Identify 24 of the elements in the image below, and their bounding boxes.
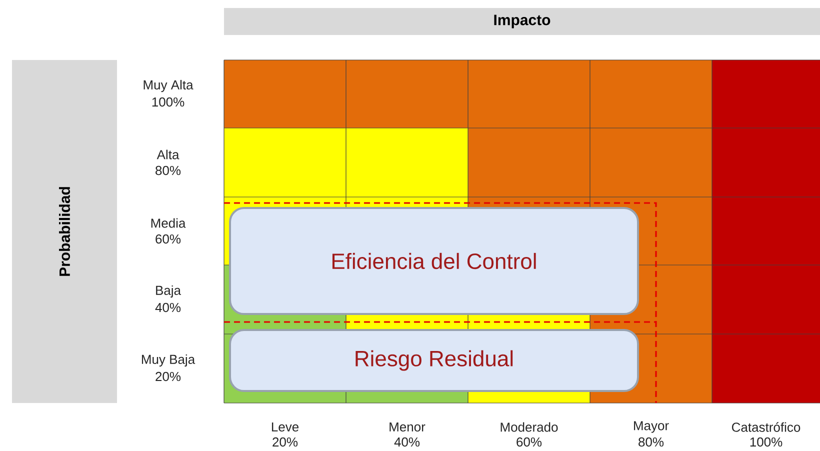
axis-label: Menor bbox=[390, 422, 426, 432]
axis-label: Alta bbox=[156, 150, 180, 160]
axis-label: 100% bbox=[152, 97, 184, 107]
axis-label: 20% bbox=[156, 372, 181, 382]
rounded-box: Eficiencia del Control bbox=[229, 207, 639, 315]
axis-label: 80% bbox=[156, 166, 181, 176]
axis-label: 60% bbox=[156, 234, 181, 244]
axis-label: 40% bbox=[155, 302, 181, 312]
axis-label: Baja bbox=[156, 285, 181, 298]
axis-label: Muy Alta bbox=[144, 80, 194, 92]
axis-label: 40% bbox=[394, 437, 420, 447]
axis-label: 20% bbox=[272, 437, 298, 447]
axis-label: Muy Baja bbox=[142, 354, 196, 367]
header-band: Impacto bbox=[224, 8, 820, 35]
axis-label: Moderado bbox=[500, 422, 558, 432]
axis-band: Probabilidad bbox=[12, 60, 117, 403]
axis-label: 60% bbox=[516, 437, 542, 447]
axis-label: Catastrófico bbox=[732, 422, 800, 432]
axis-label: Media bbox=[151, 218, 186, 228]
axis-label: Mayor bbox=[634, 421, 669, 433]
rounded-box: Riesgo Residual bbox=[229, 329, 639, 392]
axis-label: 100% bbox=[750, 437, 782, 447]
axis-label: 80% bbox=[638, 437, 664, 447]
axis-label: Leve bbox=[272, 422, 299, 432]
